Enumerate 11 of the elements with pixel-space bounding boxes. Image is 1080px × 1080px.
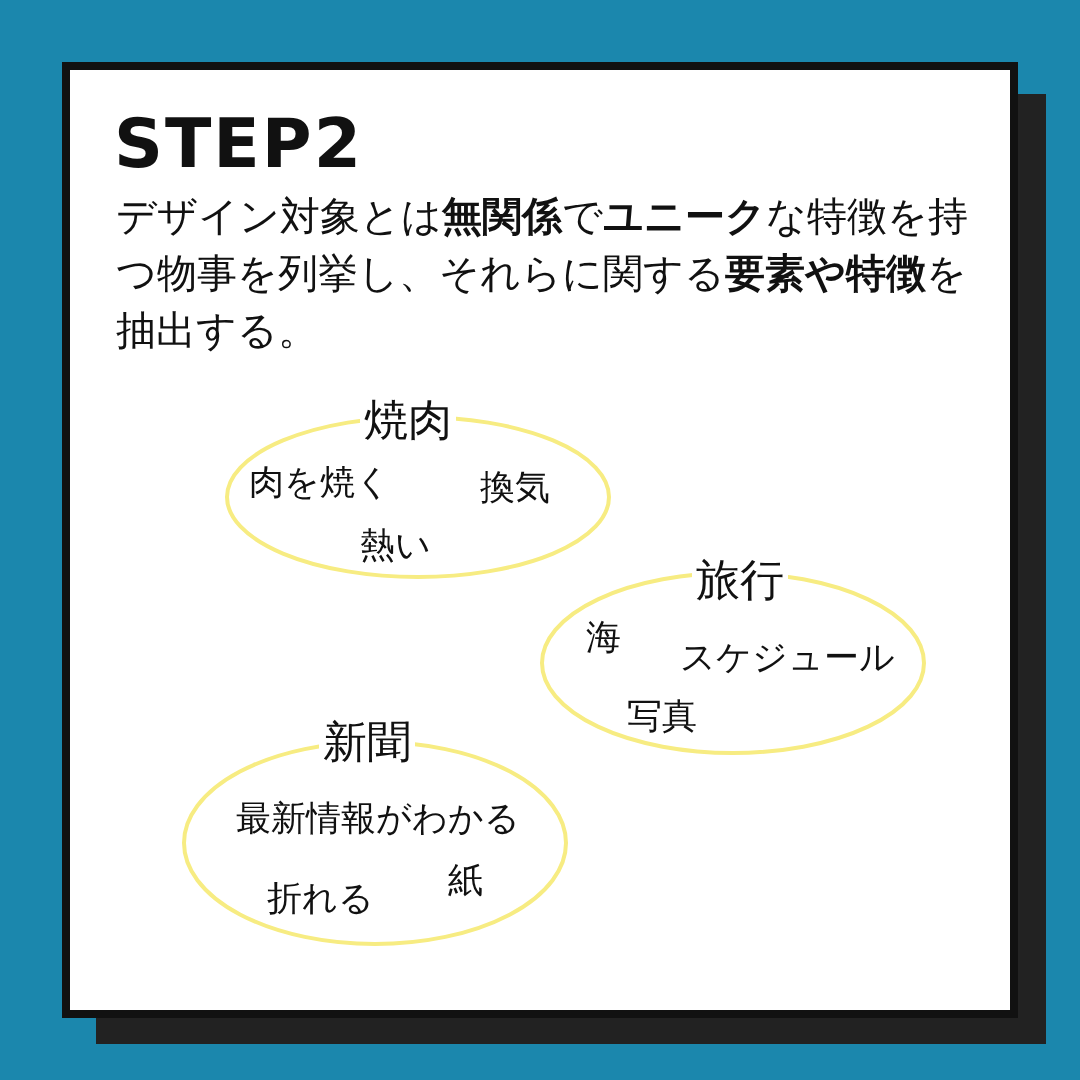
feature-word: 折れる: [266, 877, 374, 919]
feature-word: 換気: [480, 466, 550, 508]
feature-word: 熱い: [359, 524, 431, 566]
feature-word: スケジュール: [679, 636, 895, 678]
feature-word: 写真: [627, 695, 697, 737]
description-paragraph: デザイン対象とは無関係でユニークな特徴を持つ物事を列挙し、それらに関する要素や特徴を抽出する。: [116, 192, 969, 355]
feature-word: 最新情報がわかる: [236, 797, 520, 839]
step-heading: STEP2: [114, 104, 363, 183]
feature-word: 紙: [447, 859, 483, 901]
feature-word: 肉を焼く: [249, 461, 391, 503]
feature-word: 海: [585, 616, 621, 658]
